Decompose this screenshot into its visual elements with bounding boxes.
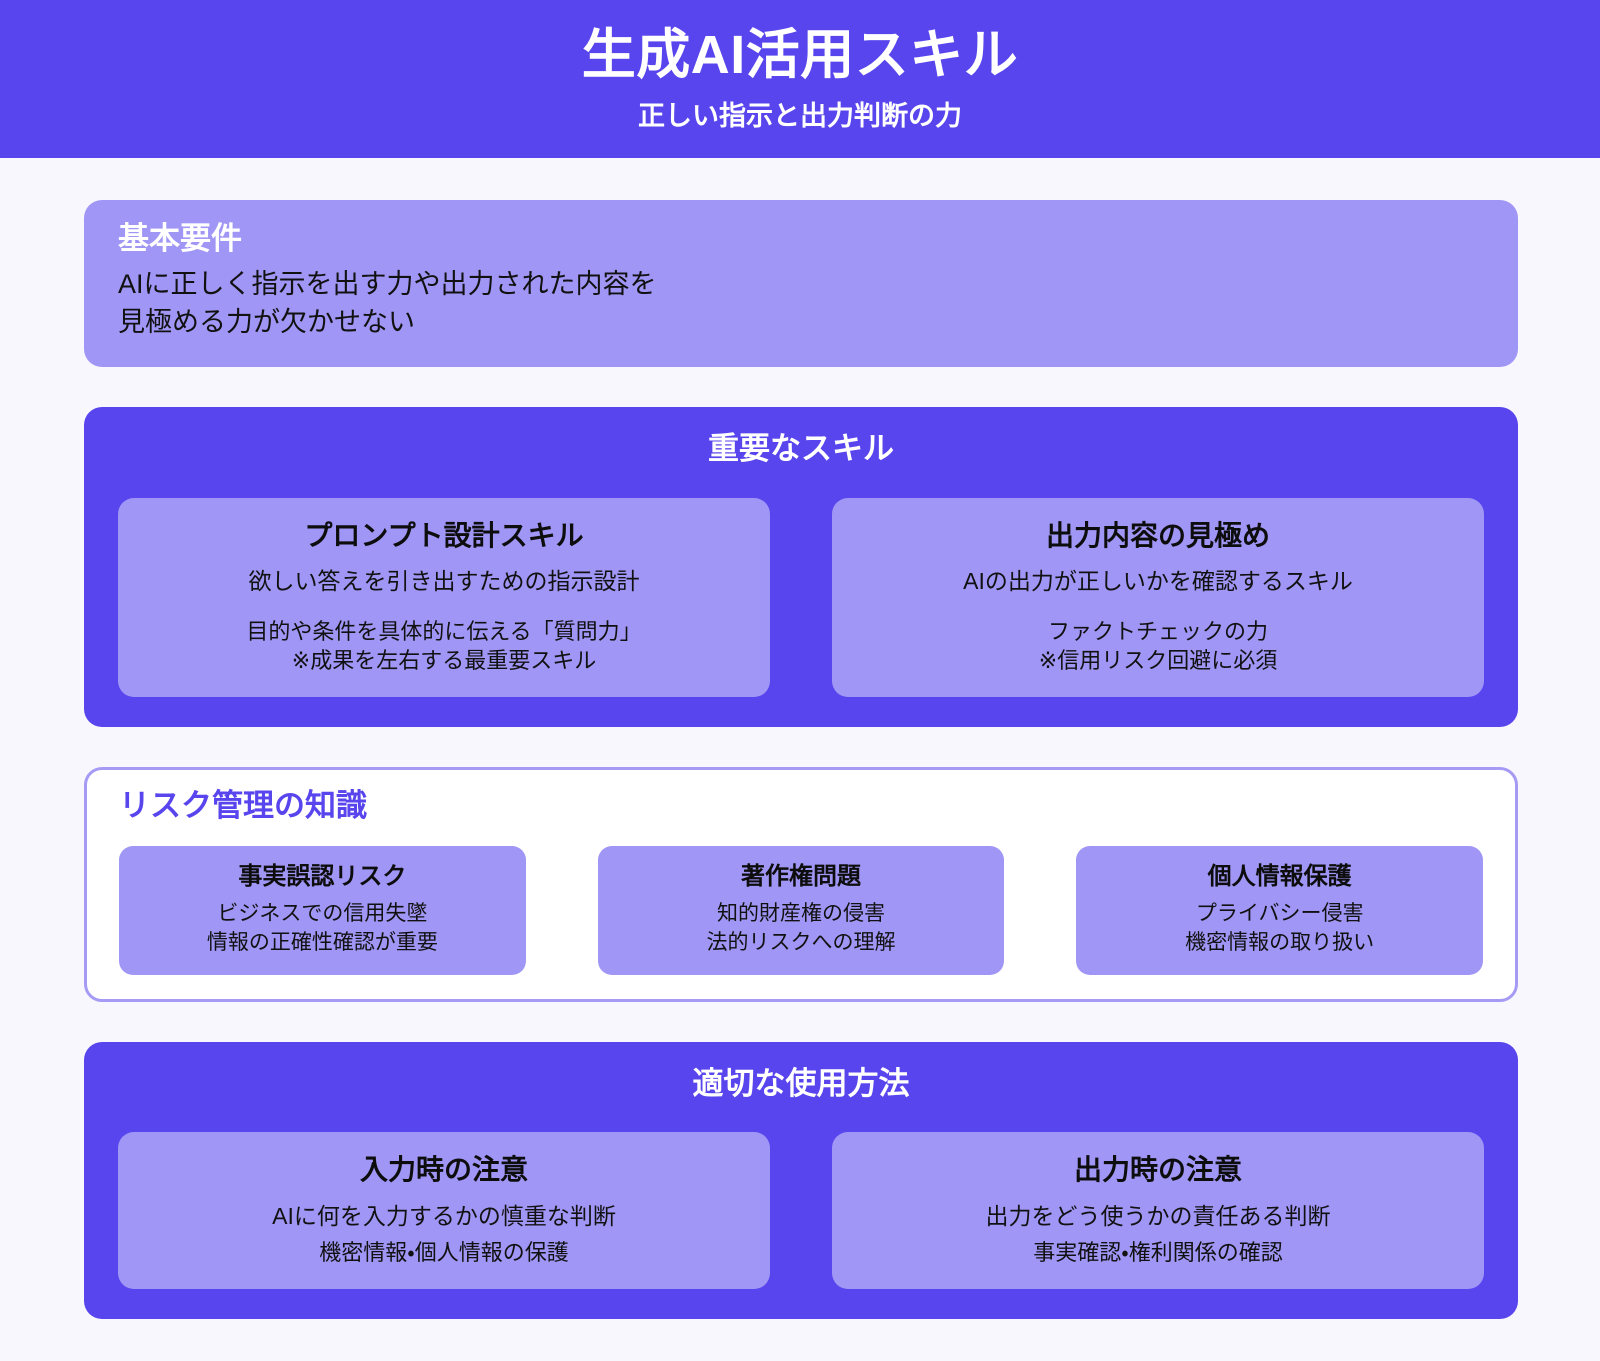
- card-note: 目的や条件を具体的に伝える「質問力」 ※成果を左右する最重要スキル: [246, 618, 642, 673]
- proper-usage-card-grid: 入力時の注意 AIに何を入力するかの慎重な判断 機密情報・個人情報の保護 出力時…: [118, 1132, 1484, 1289]
- risk-card-personal-data[interactable]: 個人情報保護 プライバシー侵害 機密情報の取り扱い: [1076, 845, 1484, 976]
- card-lead: AIの出力が正しいかを確認するスキル: [963, 567, 1353, 594]
- risk-card-copyright[interactable]: 著作権問題 知的財産権の侵害 法的リスクへの理解: [597, 845, 1005, 976]
- card-body: プライバシー侵害 機密情報の取り扱い: [1185, 901, 1375, 954]
- section-proper-usage: 適切な使用方法 入力時の注意 AIに何を入力するかの慎重な判断 機密情報・個人情…: [84, 1042, 1518, 1319]
- key-skill-card-prompt-design[interactable]: プロンプト設計スキル 欲しい答えを引き出すための指示設計 目的や条件を具体的に伝…: [118, 497, 770, 697]
- section-key-skills: 重要なスキル プロンプト設計スキル 欲しい答えを引き出すための指示設計 目的や条…: [84, 407, 1518, 727]
- card-title: 個人情報保護: [1207, 862, 1352, 890]
- card-title: 著作権問題: [741, 862, 861, 890]
- card-title: プロンプト設計スキル: [304, 519, 584, 551]
- card-body: ビジネスでの信用失墜 情報の正確性確認が重要: [206, 901, 438, 954]
- card-title: 入力時の注意: [359, 1154, 528, 1186]
- section-proper-usage-title: 適切な使用方法: [692, 1066, 910, 1102]
- card-title: 出力内容の見極め: [1045, 519, 1270, 551]
- page-title: 生成AI活用スキル: [581, 25, 1019, 86]
- card-note: 事実確認・権利関係の確認: [1033, 1239, 1283, 1265]
- section-key-skills-title: 重要なスキル: [708, 431, 894, 467]
- section-risk-management: リスク管理の知識 事実誤認リスク ビジネスでの信用失墜 情報の正確性確認が重要 …: [84, 766, 1518, 1003]
- key-skill-card-output-judgement[interactable]: 出力内容の見極め AIの出力が正しいかを確認するスキル ファクトチェックの力 ※…: [832, 497, 1484, 697]
- card-body: 知的財産権の侵害 法的リスクへの理解: [706, 901, 896, 954]
- infographic-page: 生成AI活用スキル 正しい指示と出力判断の力 基本要件 AIに正しく指示を出す力…: [0, 0, 1600, 1319]
- section-basic-body: AIに正しく指示を出す力や出力された内容を 見極める力が欠かせない: [118, 268, 657, 338]
- section-basic-title: 基本要件: [118, 221, 242, 256]
- card-title: 事実誤認リスク: [238, 862, 407, 890]
- card-lead: AIに何を入力するかの慎重な判断: [272, 1203, 616, 1230]
- key-skills-card-grid: プロンプト設計スキル 欲しい答えを引き出すための指示設計 目的や条件を具体的に伝…: [118, 497, 1484, 697]
- card-lead: 欲しい答えを引き出すための指示設計: [248, 567, 640, 594]
- risk-card-grid: 事実誤認リスク ビジネスでの信用失墜 情報の正確性確認が重要 著作権問題 知的財…: [119, 845, 1484, 976]
- page-subtitle: 正しい指示と出力判断の力: [638, 100, 962, 131]
- section-basic-requirements: 基本要件 AIに正しく指示を出す力や出力された内容を 見極める力が欠かせない: [84, 200, 1518, 368]
- usage-card-output-caution[interactable]: 出力時の注意 出力をどう使うかの責任ある判断 事実確認・権利関係の確認: [832, 1132, 1484, 1289]
- usage-card-input-caution[interactable]: 入力時の注意 AIに何を入力するかの慎重な判断 機密情報・個人情報の保護: [118, 1132, 770, 1289]
- content-area: 基本要件 AIに正しく指示を出す力や出力された内容を 見極める力が欠かせない 重…: [0, 158, 1600, 1361]
- card-title: 出力時の注意: [1073, 1154, 1242, 1186]
- card-note: 機密情報・個人情報の保護: [319, 1239, 569, 1265]
- card-note: ファクトチェックの力 ※信用リスク回避に必須: [1038, 618, 1278, 673]
- risk-card-factual-error[interactable]: 事実誤認リスク ビジネスでの信用失墜 情報の正確性確認が重要: [119, 845, 526, 976]
- section-risk-management-title: リスク管理の知識: [119, 787, 367, 823]
- card-lead: 出力をどう使うかの責任ある判断: [985, 1203, 1331, 1230]
- page-header: 生成AI活用スキル 正しい指示と出力判断の力: [0, 0, 1600, 158]
